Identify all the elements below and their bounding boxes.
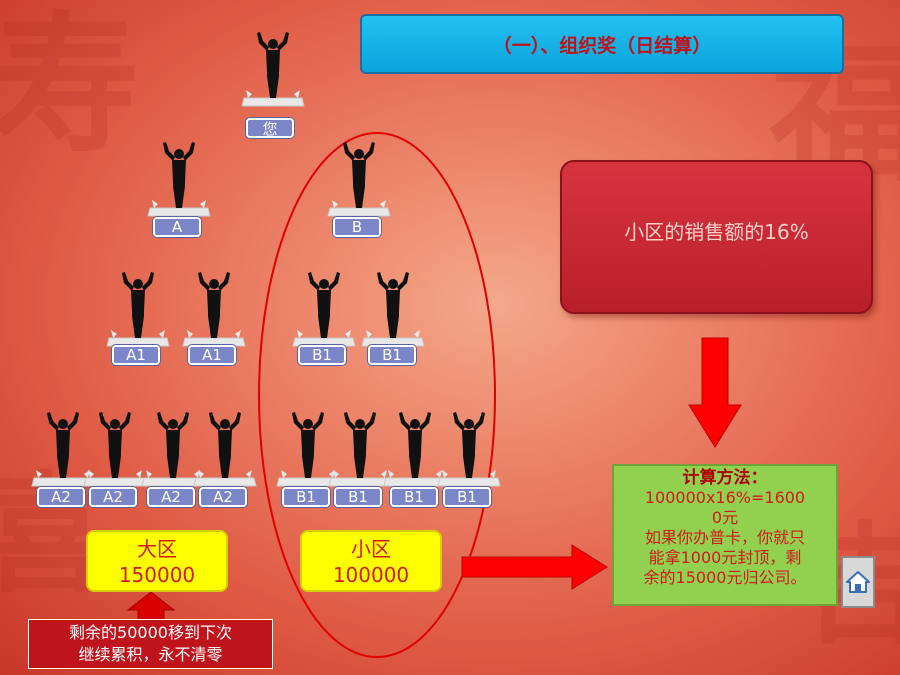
small-zone-label: 小区	[351, 537, 391, 561]
person-icon	[240, 30, 306, 110]
slide-title: （一）、组织奖（日结算）	[360, 14, 844, 74]
person-icon	[436, 410, 502, 490]
down-arrow	[688, 337, 742, 448]
person-icon	[291, 270, 357, 350]
calculation-note: 余的15000元归公司。	[643, 568, 807, 587]
node-a1-right: A1	[188, 345, 236, 365]
node-a1-left: A1	[112, 345, 160, 365]
node-a2: A2	[89, 487, 137, 507]
rate-box-text: 小区的销售额的16%	[624, 219, 809, 244]
calculation-formula: 0元	[711, 508, 739, 527]
person-icon	[326, 140, 392, 220]
person-icon	[181, 270, 247, 350]
home-button[interactable]	[841, 556, 875, 608]
slide-title-text: （一）、组织奖（日结算）	[492, 34, 712, 57]
node-b: B	[333, 217, 381, 237]
carryover-line: 剩余的50000移到下次	[69, 623, 232, 642]
node-a: A	[153, 217, 201, 237]
rate-box: 小区的销售额的16%	[560, 160, 873, 314]
background-calligraphy-left: 寿	[0, 0, 141, 173]
up-arrow	[126, 591, 176, 622]
small-zone-ellipse	[258, 132, 496, 658]
node-b1-bottom: B1	[334, 487, 382, 507]
node-b1-bottom: B1	[282, 487, 330, 507]
calculation-note: 如果你办普卡，你就只	[644, 528, 805, 547]
calculation-formula: 100000x16%=1600	[644, 488, 806, 507]
calculation-box: 计算方法： 100000x16%=1600 0元 如果你办普卡，你就只 能拿10…	[612, 464, 838, 606]
carryover-note: 剩余的50000移到下次 继续累积，永不清零	[28, 619, 273, 669]
person-icon	[146, 140, 212, 220]
person-icon	[360, 270, 426, 350]
person-icon	[192, 410, 258, 490]
big-zone-label: 大区	[137, 537, 177, 561]
small-zone-box: 小区 100000	[300, 530, 442, 592]
small-zone-value: 100000	[332, 563, 410, 587]
person-icon	[105, 270, 171, 350]
calculation-note: 能拿1000元封顶，剩	[648, 548, 802, 567]
big-zone-value: 150000	[118, 563, 196, 587]
node-b1-left: B1	[298, 345, 346, 365]
carryover-line: 继续累积，永不清零	[78, 645, 223, 664]
node-b1-bottom: B1	[390, 487, 438, 507]
right-arrow	[461, 544, 608, 590]
big-zone-box: 大区 150000	[86, 530, 228, 592]
person-icon	[82, 410, 148, 490]
node-b1-bottom: B1	[443, 487, 491, 507]
node-you: 您	[246, 118, 294, 138]
calculation-title: 计算方法：	[682, 468, 768, 488]
home-icon	[846, 571, 870, 593]
node-b1-right: B1	[368, 345, 416, 365]
node-a2: A2	[199, 487, 247, 507]
node-a2: A2	[147, 487, 195, 507]
node-a2: A2	[37, 487, 85, 507]
